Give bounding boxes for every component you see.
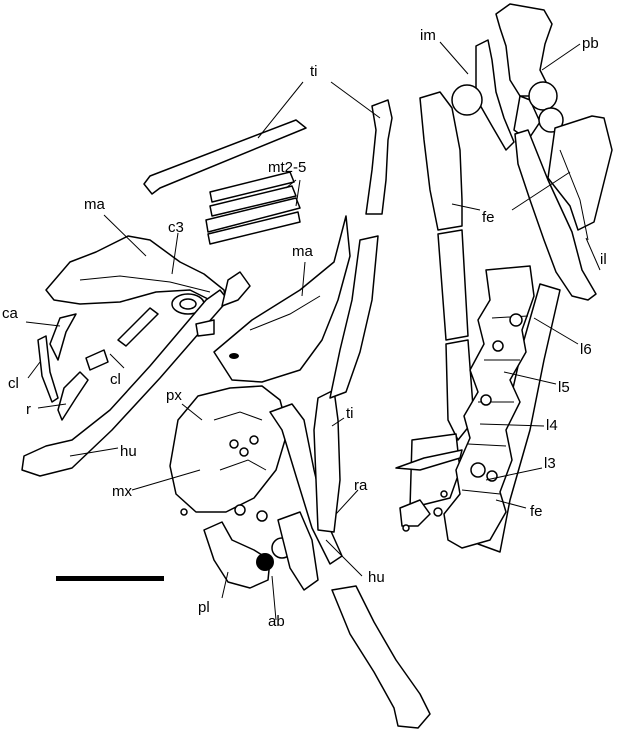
label-ti-top: ti — [310, 63, 318, 80]
label-pb: pb — [582, 35, 599, 52]
label-mt2-5: mt2-5 — [268, 159, 306, 176]
label-ma-left: ma — [84, 196, 105, 213]
metatarsals — [205, 171, 301, 245]
label-cl-mid: cl — [110, 371, 121, 388]
ischium — [475, 39, 541, 151]
label-fe-top: fe — [482, 209, 495, 226]
label-ra: ra — [354, 477, 368, 494]
label-l4: l4 — [546, 417, 558, 434]
tibia-top-right — [365, 99, 393, 215]
label-hu-left: hu — [120, 443, 137, 460]
humerus-left — [21, 289, 229, 477]
skull-palatal — [180, 504, 271, 589]
tibia-top-left — [143, 119, 307, 195]
claw-cl-left — [37, 335, 59, 403]
abdominal-area — [256, 511, 319, 591]
label-px: px — [166, 387, 182, 404]
label-pl: pl — [198, 599, 210, 616]
skull-dentary — [213, 215, 351, 383]
label-fe-bottom: fe — [530, 503, 543, 520]
label-ti-mid: ti — [346, 405, 354, 422]
label-ca: ca — [2, 305, 19, 322]
claw-ca — [49, 313, 77, 361]
ulna-radius-left — [195, 271, 251, 337]
label-im: im — [420, 27, 436, 44]
label-cl-left: cl — [8, 375, 19, 392]
scale-bar — [56, 576, 164, 581]
femur-upper — [419, 91, 463, 231]
label-il: il — [600, 251, 607, 268]
claw-r — [57, 371, 89, 421]
label-r: r — [26, 401, 31, 418]
acetabulum-balls — [451, 81, 564, 133]
label-hu-bottom: hu — [368, 569, 385, 586]
vertebral-column — [395, 265, 535, 549]
label-l6: l6 — [580, 341, 592, 358]
label-ma-mid: ma — [292, 243, 313, 260]
ilium — [514, 115, 613, 301]
label-l5: l5 — [558, 379, 570, 396]
claw-cl-mid — [85, 307, 159, 371]
label-l3: l3 — [544, 455, 556, 472]
skull-maxilla — [169, 385, 289, 513]
label-mx: mx — [112, 483, 132, 500]
leader-lines — [25, 41, 601, 621]
left-mandible — [45, 235, 227, 315]
label-ab: ab — [268, 613, 285, 630]
label-c3: c3 — [168, 219, 184, 236]
